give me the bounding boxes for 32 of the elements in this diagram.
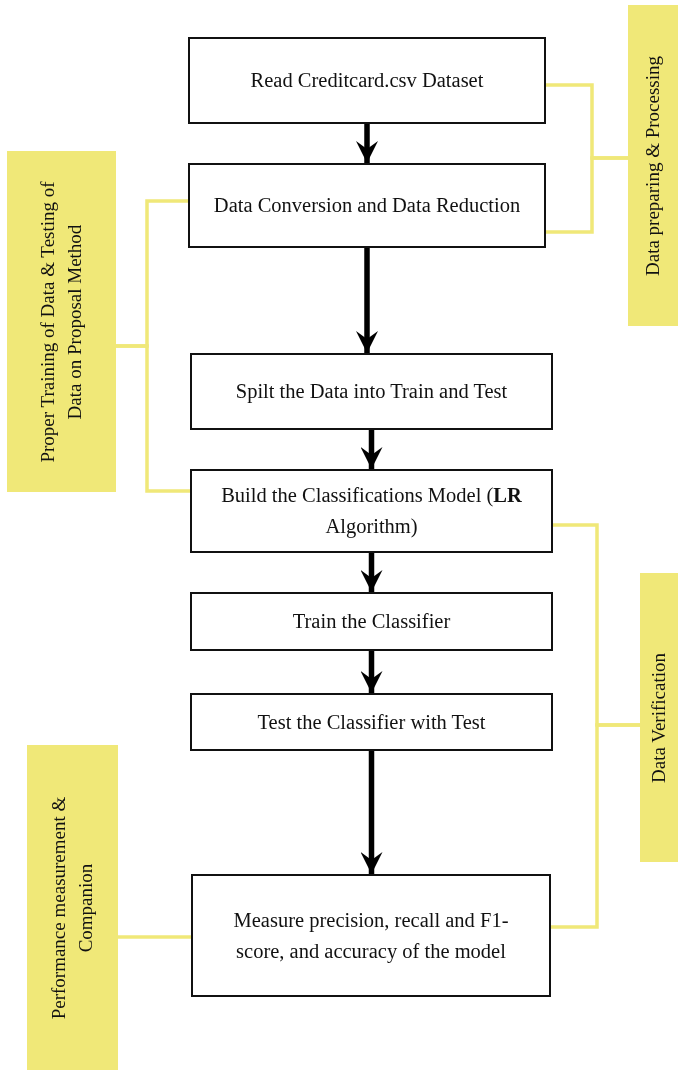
process-box [191,874,551,997]
process-box [190,469,553,553]
side-band [628,5,678,326]
side-band [640,573,678,862]
step-text: Train the Classifier [292,609,451,635]
bracket-line [116,344,190,493]
arrow [360,553,383,592]
step-text: Data Conversion and Data Reduction [213,193,521,219]
side-label: Performance measurement & Companion [46,795,97,1021]
step-text: Measure precision, recall and F1-score, and accuracy of the model [232,907,510,965]
step-text: Build the Classifications Model (LR Algorithm) [220,483,523,540]
arrow [356,124,378,163]
step-text: Read Creditcard.csv Dataset [250,68,484,94]
bracket-line [551,723,640,929]
bracket-line [118,935,191,939]
side-label: Data preparing & Processing [640,54,664,278]
arrow [356,248,378,353]
arrow [360,651,383,693]
side-label: Proper Training of Data & Testing of Data on Proposal Method [35,179,86,464]
process-box [190,693,553,751]
bracket-line [546,156,628,234]
side-label: Data Verification [646,651,670,785]
step-text: Test the Classifier with Test [257,709,486,735]
side-band [7,151,116,492]
process-box [190,592,553,651]
arrow [360,430,383,469]
side-band [27,745,118,1070]
process-box [188,163,546,248]
step-text: Spilt the Data into Train and Test [235,379,508,405]
process-box [190,353,553,430]
arrow [360,751,383,874]
process-box [188,37,546,124]
